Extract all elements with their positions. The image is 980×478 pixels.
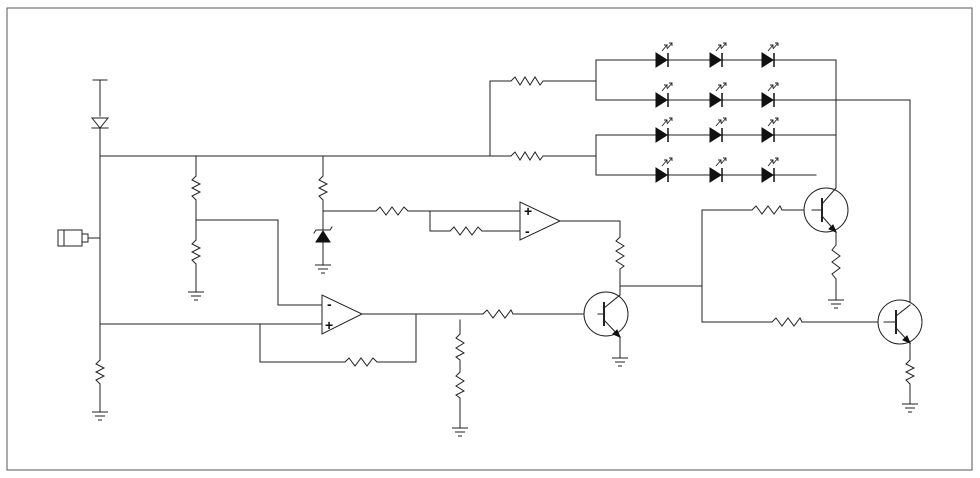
led [761,82,779,108]
resistor-led-upper [510,76,544,86]
resistor-opamp-output [615,236,625,270]
ground-symbol [612,357,628,367]
resistor-emitter-1 [831,244,841,280]
wires [81,59,911,429]
resistor-chain-top [455,333,466,361]
led [761,42,779,68]
ground-symbols [92,264,918,437]
diagram-border [6,7,973,471]
led [761,117,779,143]
led [655,157,673,183]
resistor-opamp-feedback-upper [449,226,483,236]
resistor-led-lower [510,151,544,161]
resistor-transistor-base [482,309,514,319]
ground-symbol [452,427,468,437]
resistor-opamp-input [375,206,409,216]
led-array [650,42,779,183]
resistor-base-1 [751,205,783,215]
power-connector [57,229,89,247]
ground-symbol [92,411,108,421]
led [709,157,727,183]
opamp-upper-minus-label: - [525,223,530,239]
resistor-lower-feedback [344,357,378,367]
resistor-supply-lower [94,359,106,385]
opamp-lower-plus-label: + [325,317,333,333]
resistor-divider-top [190,175,202,201]
led [709,117,727,143]
opamp-lower: - + [321,294,364,335]
ground-symbol [188,291,204,301]
opamp-upper: + - [519,201,562,241]
ground-symbol [828,299,844,309]
ground-symbol [902,403,918,413]
opamp-upper-plus-label: + [524,203,532,219]
led [761,157,779,183]
transistor-q3 [877,299,923,345]
resistor-divider-bottom [190,239,202,265]
led [655,82,673,108]
resistors [94,76,916,399]
led [655,42,673,68]
input-diode [90,117,110,133]
led [709,42,727,68]
led [655,117,673,143]
resistor-zener-bias [317,175,329,201]
led [709,82,727,108]
opamp-lower-minus-label: - [327,296,332,312]
zener-diode [313,226,333,243]
transistor-q1 [583,291,629,338]
resistor-chain-bottom [455,371,466,399]
resistor-base-2 [771,317,803,327]
transistor-q2 [803,187,849,233]
resistor-emitter-2 [904,359,916,385]
ground-symbol [315,264,331,274]
